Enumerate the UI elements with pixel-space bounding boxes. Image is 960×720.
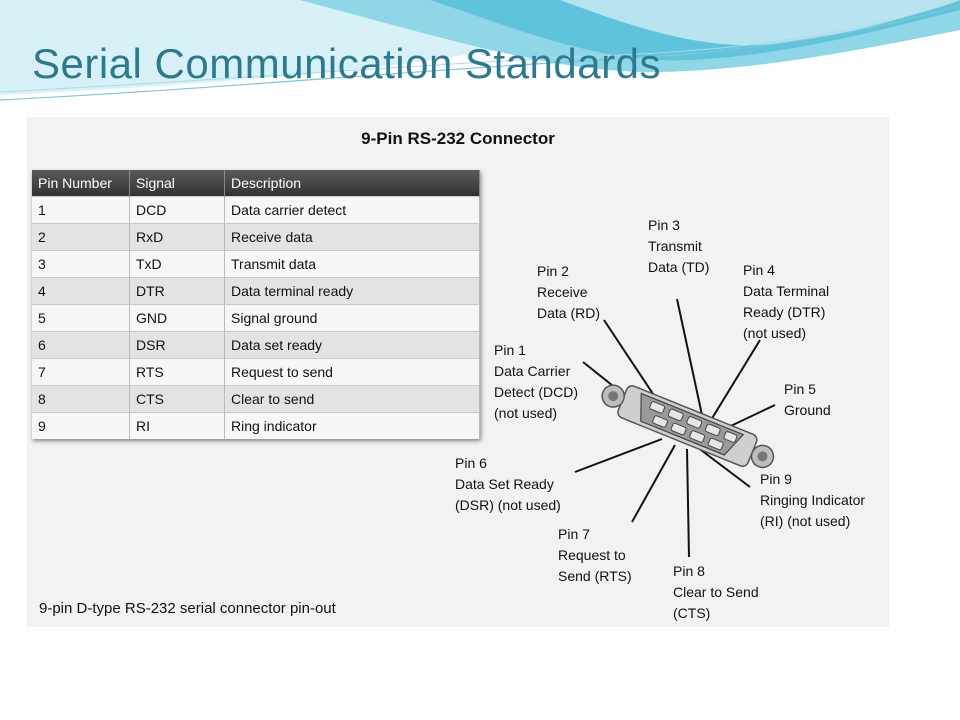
pin3-desc-line2: Data (TD) — [648, 259, 710, 275]
cell-pin: 9 — [32, 412, 130, 439]
cell-description: Signal ground — [224, 304, 480, 332]
cell-signal: GND — [129, 304, 225, 332]
cell-pin: 4 — [32, 277, 130, 305]
pin2-desc-line1: Receive — [537, 284, 588, 300]
header-wave-decoration — [0, 0, 960, 101]
pin9-desc-line2: (RI) (not used) — [760, 513, 851, 529]
pin2-label: Pin 2 Receive Data (RD) — [537, 261, 600, 324]
pin3-desc-line1: Transmit — [648, 238, 702, 254]
cell-pin: 2 — [32, 223, 130, 251]
cell-signal: DCD — [129, 196, 225, 224]
cell-signal: RxD — [129, 223, 225, 251]
cell-pin: 7 — [32, 358, 130, 386]
cell-signal: DSR — [129, 331, 225, 359]
cell-description: Data set ready — [224, 331, 480, 359]
pin8-number: Pin 8 — [673, 563, 705, 579]
cell-pin: 5 — [32, 304, 130, 332]
cell-description: Data terminal ready — [224, 277, 480, 305]
pin9-number: Pin 9 — [760, 471, 792, 487]
cell-pin: 6 — [32, 331, 130, 359]
pin2-desc-line2: Data (RD) — [537, 305, 601, 321]
pin7-number: Pin 7 — [558, 526, 590, 542]
pin1-desc-line1: Data Carrier — [494, 363, 571, 379]
pin6-number: Pin 6 — [455, 455, 487, 471]
pin4-number: Pin 4 — [743, 262, 775, 278]
figure-caption: 9-pin D-type RS-232 serial connector pin… — [39, 600, 336, 617]
cell-signal: TxD — [129, 250, 225, 278]
pin8-desc-line2: (CTS) — [673, 605, 711, 621]
pin3-label: Pin 3 Transmit Data (TD) — [648, 215, 709, 278]
pin2-number: Pin 2 — [537, 263, 569, 279]
pin4-label: Pin 4 Data Terminal Ready (DTR) (not use… — [743, 260, 829, 344]
cell-pin: 3 — [32, 250, 130, 278]
pin1-desc-line2: Detect (DCD) — [494, 384, 579, 400]
pin8-label: Pin 8 Clear to Send (CTS) — [673, 561, 759, 624]
pin7-desc-line1: Request to — [558, 547, 626, 563]
cell-signal: RTS — [129, 358, 225, 386]
header-description: Description — [224, 170, 480, 197]
pin7-desc-line2: Send (RTS) — [558, 568, 632, 584]
pin4-desc-line3: (not used) — [743, 325, 807, 341]
cell-description: Transmit data — [224, 250, 480, 278]
cell-signal: DTR — [129, 277, 225, 305]
pin4-desc-line1: Data Terminal — [743, 283, 830, 299]
rs232-figure: 9-Pin RS-232 Connector Pin Number Signal… — [27, 117, 889, 627]
db9-connector-illustration — [574, 298, 776, 558]
cell-description: Receive data — [224, 223, 480, 251]
pin6-label: Pin 6 Data Set Ready (DSR) (not used) — [455, 453, 561, 516]
cell-signal: CTS — [129, 385, 225, 413]
header-pin-number: Pin Number — [32, 170, 130, 197]
pin1-number: Pin 1 — [494, 342, 526, 358]
cell-description: Data carrier detect — [224, 196, 480, 224]
pin7-label: Pin 7 Request to Send (RTS) — [558, 524, 632, 587]
cell-signal: RI — [129, 412, 225, 439]
pin8-desc-line1: Clear to Send — [673, 584, 759, 600]
pin4-desc-line2: Ready (DTR) — [743, 304, 826, 320]
pin9-label: Pin 9 Ringing Indicator (RI) (not used) — [760, 469, 865, 532]
slide-title: Serial Communication Standards — [32, 40, 661, 87]
pin5-label: Pin 5 Ground — [784, 379, 831, 421]
cell-description: Ring indicator — [224, 412, 480, 439]
table-header-row: Pin Number Signal Description — [32, 170, 480, 197]
pin5-number: Pin 5 — [784, 381, 816, 397]
header-signal: Signal — [129, 170, 225, 197]
pin1-desc-line3: (not used) — [494, 405, 558, 421]
pin5-desc-line1: Ground — [784, 402, 831, 418]
cell-pin: 8 — [32, 385, 130, 413]
pin1-label: Pin 1 Data Carrier Detect (DCD) (not use… — [494, 340, 578, 424]
pin6-desc-line2: (DSR) (not used) — [455, 497, 561, 513]
pin3-number: Pin 3 — [648, 217, 680, 233]
cell-pin: 1 — [32, 196, 130, 224]
pin9-desc-line1: Ringing Indicator — [760, 492, 866, 508]
pin6-desc-line1: Data Set Ready — [455, 476, 554, 492]
cell-description: Request to send — [224, 358, 480, 386]
figure-title: 9-Pin RS-232 Connector — [361, 129, 555, 148]
cell-description: Clear to send — [224, 385, 480, 413]
